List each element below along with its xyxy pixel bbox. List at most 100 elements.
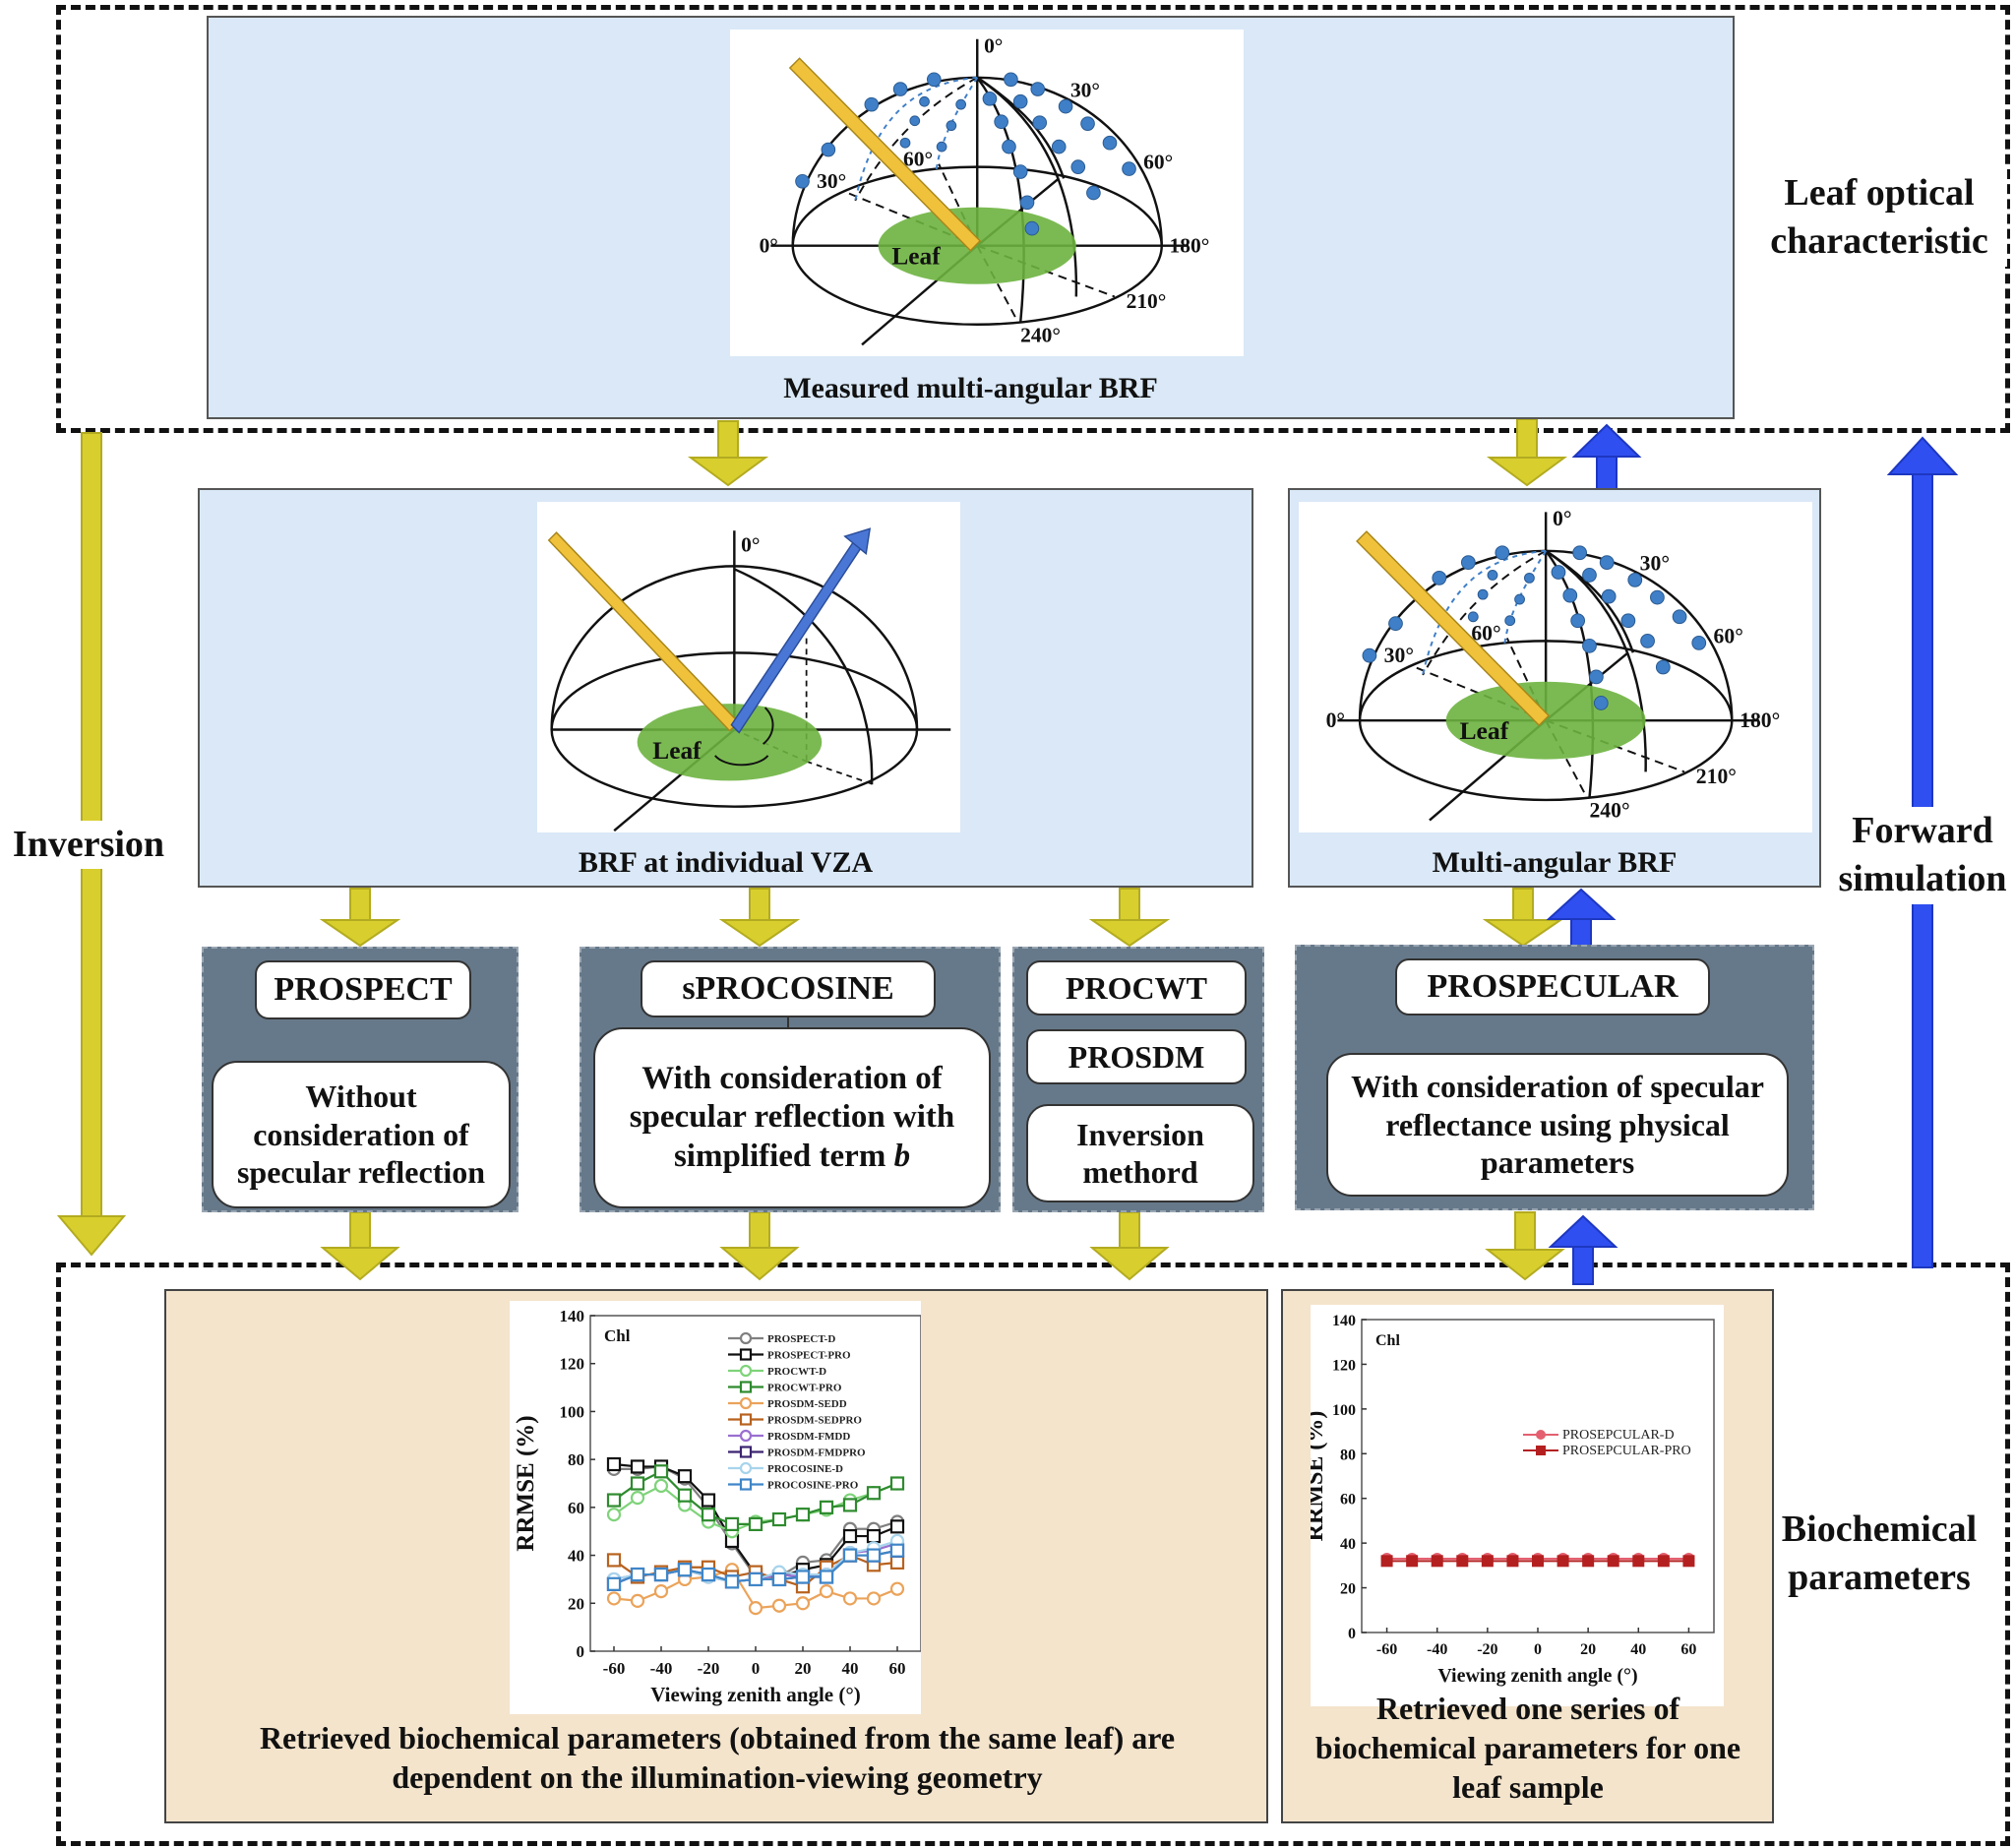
legend-marker: [739, 1381, 753, 1393]
arrow-prospecular-to-results: [1485, 1211, 1565, 1281]
legend-label: PROSEPCULAR-PRO: [1562, 1444, 1691, 1458]
data-point: [866, 1591, 882, 1606]
data-point: [842, 1498, 858, 1512]
connector-line: [787, 1017, 789, 1029]
data-point: [606, 1508, 622, 1522]
data-point: [842, 1528, 858, 1544]
arrow-sprocosine-to-results: [719, 1211, 800, 1281]
incident-beam: [547, 531, 741, 732]
model-title-prosdm: PROSDM: [1026, 1029, 1247, 1084]
model-title-prospect: PROSPECT: [255, 960, 471, 1019]
series-procwt-pro: [606, 1464, 905, 1532]
data-point: [630, 1567, 645, 1582]
data-point: [606, 1493, 622, 1508]
data-point: [889, 1519, 905, 1534]
y-tick-label: 140: [560, 1307, 585, 1325]
angle-label: 210°: [1127, 289, 1167, 313]
legend-label: PROCWT-D: [767, 1366, 826, 1378]
label-leaf-optical-characteristic: Leaf optical characteristic: [1751, 169, 2007, 267]
y-tick-label: 40: [1340, 1536, 1356, 1553]
data-point: [724, 1574, 740, 1589]
measured-brf-box: 0° 30° 60° 60° 30° 0° 180° 210° 240° Lea…: [207, 16, 1735, 419]
measured-brf-diagram-panel: 0° 30° 60° 60° 30° 0° 180° 210° 240° Lea…: [730, 30, 1244, 356]
arrow-top-to-individual-vza: [687, 420, 769, 487]
reflected-beam: [730, 527, 872, 734]
legend-label: PROSPECT-D: [767, 1333, 835, 1345]
individual-vza-diagram-panel: 0° Leaf: [537, 502, 960, 832]
arrow-multi-angular-to-top: [1571, 423, 1642, 490]
incident-beam: [788, 57, 982, 252]
data-point: [889, 1543, 905, 1558]
data-point: [842, 1591, 858, 1606]
model-title-prospecular: PROSPECULAR: [1395, 958, 1710, 1016]
y-tick-label: 100: [560, 1402, 585, 1421]
data-point: [701, 1493, 716, 1508]
x-tick-label: 60: [889, 1659, 906, 1678]
legend-marker: [739, 1396, 753, 1410]
angle-label: 30°: [1070, 78, 1100, 101]
x-tick-label: 20: [1580, 1641, 1596, 1658]
y-tick-label: 20: [1340, 1581, 1356, 1598]
data-point: [1557, 1555, 1569, 1568]
x-tick-label: 40: [1630, 1641, 1646, 1658]
legend-marker: [739, 1413, 753, 1426]
x-axis-label: Viewing zenith angle (°): [1437, 1665, 1637, 1687]
legend-marker: [1536, 1430, 1546, 1440]
sample-dots: [1362, 545, 1707, 710]
series-prosepcular-pro: [1380, 1555, 1695, 1568]
label-biochemical-parameters: Biochemical parameters: [1771, 1506, 1987, 1603]
data-point: [866, 1486, 882, 1501]
leaf-label: Leaf: [652, 737, 702, 765]
results-right-caption: Retrieved one series of biochemical para…: [1314, 1691, 1741, 1805]
data-point: [606, 1591, 622, 1606]
x-tick-label: 0: [1534, 1641, 1542, 1658]
data-point: [1532, 1555, 1544, 1568]
data-point: [630, 1593, 645, 1608]
multi-angular-caption: Multi-angular BRF: [1432, 846, 1678, 879]
y-tick-label: 0: [577, 1642, 585, 1661]
x-tick-label: -40: [650, 1659, 673, 1678]
model-description-sprocosine: With consideration of specular reflectio…: [593, 1027, 991, 1208]
angle-label: 180°: [1740, 708, 1780, 732]
legend-marker: [739, 1461, 753, 1475]
model-prospecular: PROSPECULAR With consideration of specul…: [1295, 945, 1814, 1210]
data-point: [630, 1459, 645, 1474]
model-title-sprocosine: sPROCOSINE: [641, 960, 936, 1017]
multi-angular-diagram-panel: 0° 30° 60° 60° 30° 0° 180° 210° 240° Lea…: [1299, 502, 1812, 832]
x-tick-label: -20: [698, 1659, 720, 1678]
data-point: [748, 1516, 763, 1532]
data-point: [889, 1476, 905, 1491]
individual-vza-box: 0° Leaf BRF at individual VZA: [198, 488, 1253, 888]
results-left-caption: Retrieved biochemical parameters (obtain…: [259, 1720, 1176, 1795]
data-point: [819, 1584, 834, 1599]
model-title-procwt: PROCWT: [1026, 960, 1247, 1016]
data-point: [889, 1581, 905, 1596]
data-point: [819, 1570, 834, 1584]
legend-label: PROSDM-SEDD: [767, 1398, 847, 1410]
x-tick-label: 60: [1680, 1641, 1696, 1658]
data-point: [1456, 1555, 1469, 1568]
data-point: [889, 1555, 905, 1570]
data-point: [771, 1598, 787, 1613]
data-point: [795, 1596, 811, 1611]
model-description-inversion: Inversion methord: [1026, 1104, 1254, 1202]
arrow-results-to-prospecular: [1548, 1214, 1618, 1285]
legend-label: PROCOSINE-PRO: [767, 1480, 859, 1492]
data-point: [748, 1571, 763, 1587]
legend-label: PROSPECT-PRO: [767, 1350, 851, 1362]
plot-frame: [1361, 1319, 1715, 1633]
data-point: [795, 1508, 811, 1522]
zenith-label: 0°: [741, 533, 760, 557]
angle-label: 60°: [1471, 621, 1500, 645]
arrow-prospecular-to-multi-angular: [1546, 888, 1617, 948]
x-tick-label: -60: [603, 1659, 626, 1678]
data-point: [842, 1548, 858, 1563]
legend-marker: [739, 1478, 753, 1491]
arrow-vza-to-procwt: [1088, 888, 1171, 948]
term-b: b: [893, 1138, 911, 1174]
